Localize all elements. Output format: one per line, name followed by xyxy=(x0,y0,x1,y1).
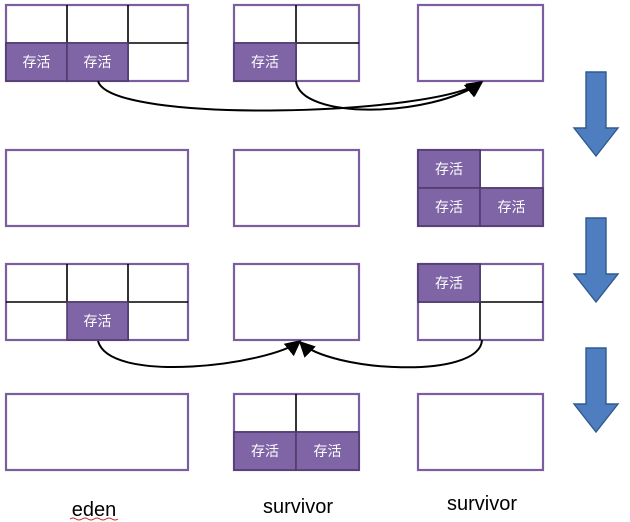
survivor-to-box-row-2: 存活 存活 存活 xyxy=(416,148,545,228)
cell-label: 存活 xyxy=(84,314,112,330)
survivor-cell: 存活 xyxy=(66,42,129,82)
spellcheck-underline xyxy=(69,517,119,521)
eden-box-row-1: 存活 存活 xyxy=(4,3,190,83)
cell-label: 存活 xyxy=(251,444,279,460)
eden-box-row-3: 存活 xyxy=(4,262,190,342)
survivor-cell: 存活 xyxy=(233,431,297,471)
eden-label: eden xyxy=(72,499,117,521)
curved-arrow-icon xyxy=(97,80,482,112)
survivor-to-label: survivor xyxy=(447,493,517,515)
down-arrow-icon xyxy=(572,217,620,304)
survivor-from-box-row-2 xyxy=(232,148,361,228)
cell-label: 存活 xyxy=(435,276,463,292)
row-3: 存活 存活 xyxy=(4,262,545,369)
survivor-to-box-row-4 xyxy=(416,392,545,472)
cell-label: 存活 xyxy=(251,55,279,71)
survivor-cell: 存活 xyxy=(295,431,360,471)
row-4: 存活 存活 xyxy=(4,392,545,472)
cell-label: 存活 xyxy=(23,55,51,71)
row-2: 存活 存活 存活 xyxy=(4,148,545,228)
row-1: 存活 存活 存活 xyxy=(4,3,545,112)
cell-label: 存活 xyxy=(435,162,463,178)
survivor-cell: 存活 xyxy=(417,263,481,303)
survivor-cell: 存活 xyxy=(66,301,129,341)
survivor-cell: 存活 xyxy=(417,149,481,189)
cell-label: 存活 xyxy=(84,55,112,71)
survivor-from-box-row-4: 存活 存活 xyxy=(232,392,361,472)
survivor-cell: 存活 xyxy=(5,42,68,82)
survivor-to-box-row-1 xyxy=(416,3,545,83)
eden-box-row-2 xyxy=(4,148,190,228)
survivor-cell: 存活 xyxy=(417,187,481,227)
curved-arrow-icon xyxy=(295,80,484,111)
down-arrow-icon xyxy=(572,347,620,434)
survivor-to-box-row-3: 存活 xyxy=(416,262,545,342)
survivor-from-label: survivor xyxy=(263,496,333,518)
down-arrow-icon xyxy=(572,71,620,158)
cell-label: 存活 xyxy=(498,200,526,216)
survivor-cell: 存活 xyxy=(479,187,544,227)
survivor-from-box-row-3 xyxy=(232,262,361,342)
cell-label: 存活 xyxy=(435,200,463,216)
curved-arrow-icon xyxy=(298,339,483,369)
cell-label: 存活 xyxy=(314,444,342,460)
survivor-cell: 存活 xyxy=(233,42,297,82)
curved-arrow-icon xyxy=(97,340,302,369)
survivor-from-box-row-1: 存活 xyxy=(232,3,361,83)
eden-box-row-4 xyxy=(4,392,190,472)
